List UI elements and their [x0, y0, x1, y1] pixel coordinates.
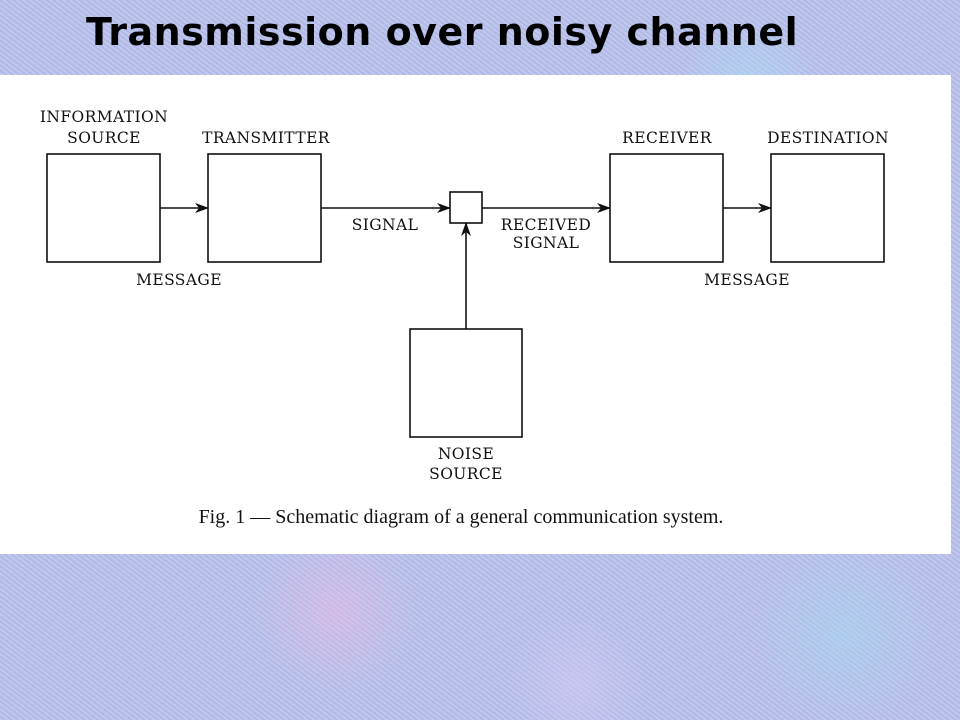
message-out-label: MESSAGE: [704, 271, 790, 289]
figure-caption: Fig. 1 — Schematic diagram of a general …: [199, 506, 724, 528]
destination-box: [770, 153, 885, 263]
communication-diagram: INFORMATION SOURCE TRANSMITTER RECEIVER …: [40, 108, 889, 528]
receiver-label: RECEIVER: [622, 129, 713, 147]
signal-label: SIGNAL: [352, 216, 419, 234]
information-source-label-line1: INFORMATION: [40, 108, 168, 126]
receiver-box: [609, 153, 724, 263]
information-source-label-line2: SOURCE: [67, 129, 141, 147]
received-signal-label-line2: SIGNAL: [513, 234, 580, 252]
information-source-box: [46, 153, 161, 263]
transmitter-box: [207, 153, 322, 263]
received-signal-label-line1: RECEIVED: [501, 216, 591, 234]
message-in-label: MESSAGE: [136, 271, 222, 289]
noise-source-label-line2: SOURCE: [429, 465, 503, 483]
mixer-junction-box: [449, 191, 483, 224]
noise-source-box: [409, 328, 523, 438]
transmitter-label: TRANSMITTER: [202, 129, 331, 147]
figure-panel: INFORMATION SOURCE TRANSMITTER RECEIVER …: [0, 75, 951, 554]
destination-label: DESTINATION: [767, 129, 889, 147]
slide-title: Transmission over noisy channel: [86, 10, 799, 54]
noise-source-label-line1: NOISE: [438, 445, 494, 463]
